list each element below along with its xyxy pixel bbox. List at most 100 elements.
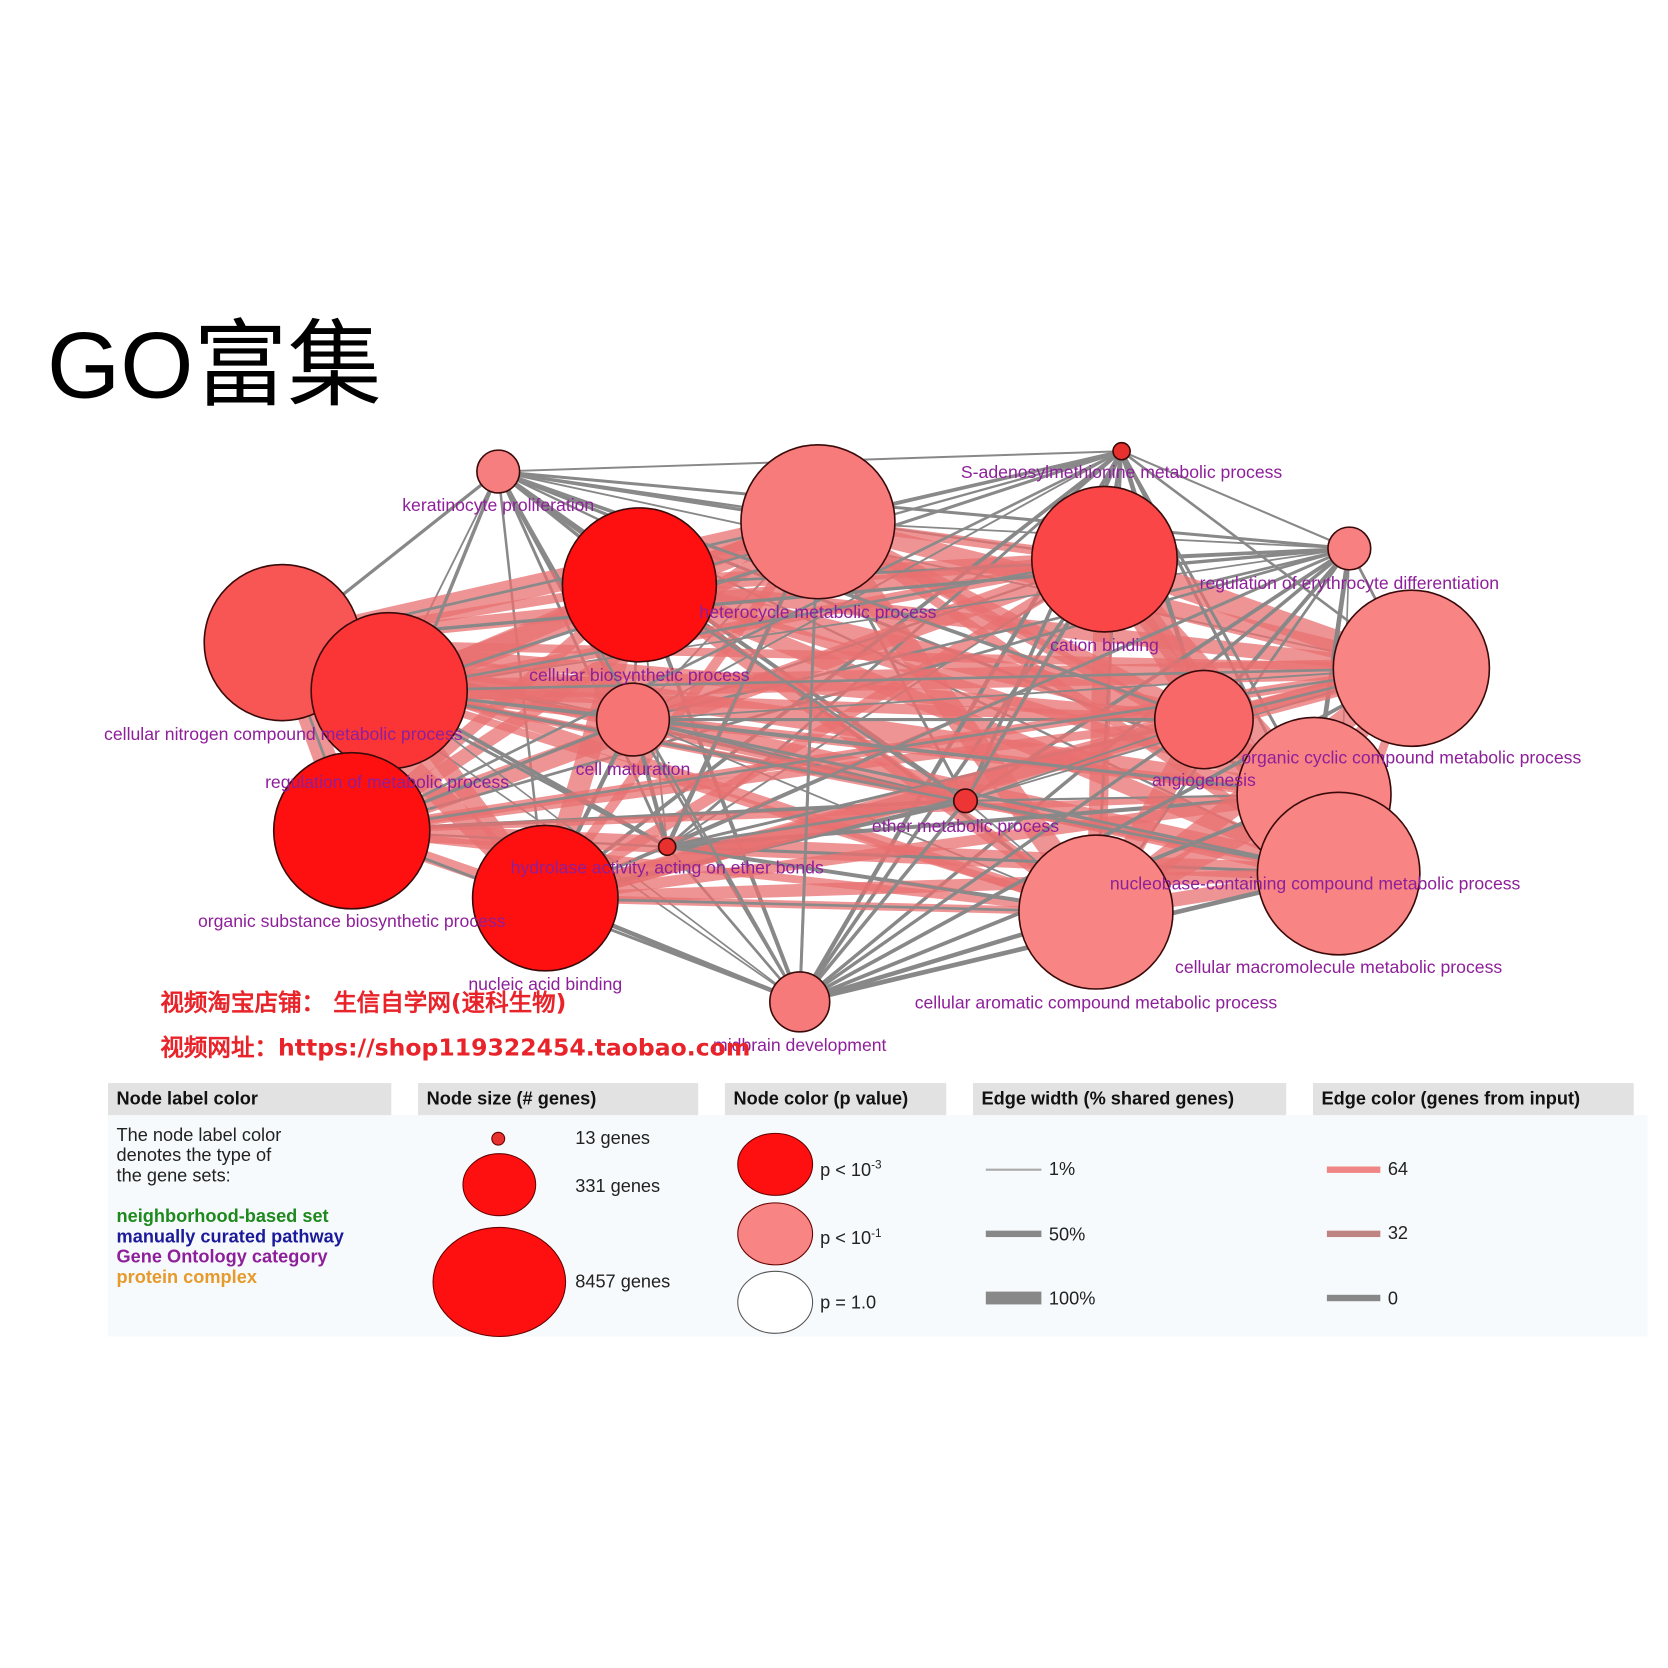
node-label: regulation of metabolic process	[265, 772, 509, 792]
edge-width-label: 1%	[1048, 1159, 1076, 1180]
watermark-url: 视频网址：https://shop119322454.taobao.com	[160, 1034, 751, 1062]
edge	[389, 666, 1412, 693]
node-label: S-adenosylmethionine metabolic process	[961, 462, 1283, 482]
size-label: 8457 genes	[575, 1271, 671, 1292]
node-label: ether metabolic process	[872, 816, 1059, 836]
edge-width-label: 50%	[1048, 1224, 1086, 1245]
legend-label-types: neighborhood-based set manually curated …	[117, 1206, 344, 1287]
legend-header-edge-color: Edge color (genes from input)	[1312, 1083, 1634, 1116]
edge	[798, 547, 1351, 1004]
node-hydrolase[interactable]	[657, 837, 677, 857]
node-aromatic[interactable]	[1018, 834, 1174, 990]
edge-color-32-bar	[1326, 1230, 1381, 1238]
node-keratinocyte[interactable]	[476, 449, 521, 494]
node-label: cell maturation	[576, 759, 691, 779]
edge	[389, 689, 1315, 796]
edge	[798, 718, 1205, 1004]
type-neighborhood: neighborhood-based set	[116, 1206, 329, 1227]
node-label: angiogenesis	[1152, 770, 1256, 790]
type-complex: protein complex	[116, 1267, 257, 1288]
node-maturation[interactable]	[595, 682, 671, 757]
node-ether[interactable]	[952, 788, 979, 814]
pvalue-base: p < 10	[820, 1159, 872, 1181]
pvalue-exp: -1	[871, 1227, 882, 1241]
legend	[107, 1115, 1648, 1337]
node-midbrain[interactable]	[769, 971, 831, 1033]
node-nitrogen[interactable]	[310, 611, 469, 770]
node-label: cellular aromatic compound metabolic pro…	[915, 992, 1278, 1012]
node-label: cellular nitrogen compound metabolic pro…	[104, 724, 463, 744]
edge-width-1-bar	[985, 1168, 1042, 1171]
node-label: keratinocyte proliferation	[402, 495, 594, 515]
node-erythrocyte[interactable]	[1327, 526, 1372, 571]
node-label: hydrolase activity, acting on ether bond…	[511, 858, 824, 878]
node-angio[interactable]	[1153, 669, 1254, 770]
edge	[388, 686, 1098, 916]
edge	[388, 557, 1105, 693]
node-label: regulation of erythrocyte differentiatio…	[1200, 573, 1499, 593]
legend-header-node-color: Node color (p value)	[724, 1083, 947, 1116]
node-sadenosyl[interactable]	[1112, 441, 1131, 461]
edge	[798, 799, 967, 1003]
edge	[666, 547, 1350, 849]
node-label: organic cyclic compound metabolic proces…	[1241, 747, 1581, 767]
size-label: 13 genes	[575, 1128, 651, 1149]
legend-label-desc: The node label color denotes the type of…	[117, 1125, 282, 1186]
node-nucleic[interactable]	[471, 824, 619, 972]
type-go: Gene Ontology category	[116, 1246, 328, 1268]
node-label: cellular macromolecule metabolic process	[1175, 957, 1502, 977]
node-macromol[interactable]	[1256, 791, 1421, 956]
nodes	[203, 441, 1491, 1033]
edge	[498, 470, 1350, 551]
legend-header-edge-width: Edge width (% shared genes)	[972, 1083, 1287, 1116]
edge	[348, 550, 1108, 840]
edges	[271, 449, 1419, 1005]
node-biosynthetic[interactable]	[561, 507, 718, 663]
node-label: nucleobase-containing compound metabolic…	[1110, 874, 1521, 894]
edge	[545, 867, 1339, 905]
page-title: GO富集	[47, 312, 382, 419]
node-label: nucleic acid binding	[468, 974, 622, 994]
pvalue-label: p = 1.0	[820, 1292, 877, 1313]
desc-line: denotes the type of	[116, 1145, 272, 1166]
node-cation[interactable]	[1030, 485, 1178, 633]
edge-color-label: 64	[1387, 1159, 1409, 1180]
node-label: cation binding	[1050, 635, 1159, 655]
network-diagram: keratinocyte proliferation heterocycle me…	[104, 441, 1581, 1055]
size-label: 331 genes	[575, 1176, 661, 1197]
node-label: organic substance biosynthetic process	[198, 911, 506, 931]
edge	[351, 450, 1123, 832]
pvalue-base: p < 10	[820, 1228, 872, 1249]
desc-line: The node label color	[116, 1124, 282, 1146]
edge	[545, 896, 1096, 914]
edge	[666, 799, 966, 849]
node-orgcyclic[interactable]	[1332, 589, 1491, 748]
desc-line: the gene sets:	[116, 1165, 231, 1186]
edge	[388, 449, 1123, 692]
legend-header-label-color: Node label color	[107, 1083, 392, 1116]
edge	[666, 845, 801, 1003]
pvalue-label: p < 10-1	[820, 1224, 882, 1248]
edge	[388, 689, 1339, 875]
pvalue-exp: -3	[871, 1159, 882, 1172]
edge-width-label: 100%	[1048, 1288, 1096, 1309]
watermark-shop: 视频淘宝店铺： 生信自学网(速科生物)	[160, 990, 567, 1017]
edge-color-label: 32	[1387, 1223, 1409, 1244]
edge-color-64-bar	[1326, 1166, 1381, 1173]
node-label: heterocycle metabolic process	[699, 602, 936, 622]
type-curated: manually curated pathway	[116, 1226, 344, 1247]
pvalue-label: p < 10-3	[820, 1156, 882, 1180]
edge-width-50-bar	[985, 1230, 1042, 1238]
node-heterocycle[interactable]	[740, 443, 896, 600]
edge-width-100-bar	[985, 1291, 1042, 1305]
node-regmetab[interactable]	[272, 751, 431, 910]
edge	[1121, 450, 1350, 550]
edge	[632, 667, 1412, 721]
edge-color-label: 0	[1387, 1288, 1398, 1309]
node-label: cellular biosynthetic process	[529, 665, 750, 685]
legend-header-node-size: Node size (# genes)	[418, 1083, 699, 1116]
node-labels: keratinocyte proliferation heterocycle me…	[104, 462, 1581, 1055]
edge-color-0-bar	[1326, 1294, 1381, 1302]
edge	[632, 718, 1339, 875]
